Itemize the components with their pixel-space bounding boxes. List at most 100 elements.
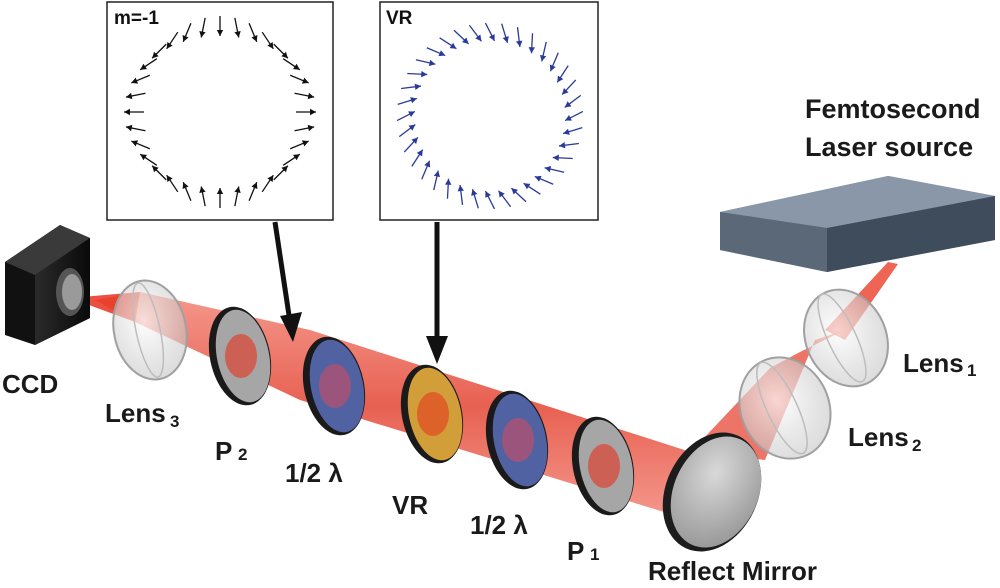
polarization-arrowhead: [428, 59, 436, 67]
label-vr: VR: [392, 490, 428, 520]
label-reflect-mirror: Reflect Mirror: [648, 556, 817, 586]
polarization-arrowhead: [281, 51, 288, 59]
laser-source-box: [720, 176, 995, 272]
lens-1: [803, 288, 889, 388]
vortex-retarder-plate: [400, 364, 464, 464]
polarization-arrowhead: [424, 160, 431, 168]
polarization-arrowhead: [410, 97, 417, 104]
polarizer-p2: [208, 306, 272, 406]
polarization-arrowhead: [559, 142, 566, 149]
label-ccd: CCD: [2, 369, 58, 399]
label-p2: P 2: [215, 436, 247, 466]
svg-text:3: 3: [170, 412, 179, 431]
polarization-arrowhead: [166, 175, 173, 182]
polarization-arrowhead: [411, 137, 418, 144]
polarization-arrowhead: [131, 77, 139, 84]
inset-right-arrow-field: [396, 22, 584, 210]
polarization-arrowhead: [421, 71, 428, 78]
polarization-arrowhead: [471, 189, 478, 196]
polarization-arrowhead: [310, 108, 316, 116]
polarization-arrowhead: [416, 149, 423, 157]
polarization-arrowhead: [216, 30, 224, 36]
label-laser-source-line2: Laser source: [805, 132, 973, 162]
polarization-arrowhead: [462, 37, 469, 44]
polarization-arrowhead: [301, 77, 309, 84]
inset-left-panel: m=-1: [106, 1, 334, 221]
polarization-arrowhead: [549, 64, 556, 72]
polarization-arrowhead: [182, 182, 189, 189]
label-lens-2: Lens 2: [848, 422, 921, 455]
inset-right-panel: VR: [379, 1, 599, 221]
polarization-arrowhead: [457, 185, 464, 192]
polarization-arrowhead: [516, 40, 523, 47]
polarization-arrowhead: [502, 36, 509, 43]
polarization-arrowhead: [433, 170, 441, 178]
inset-left-arrow-field: [124, 16, 316, 208]
svg-text:P: P: [567, 536, 584, 566]
lens-3: [112, 279, 188, 381]
polarization-arrowhead: [408, 124, 416, 131]
polarization-arrowhead: [475, 34, 482, 42]
polarization-arrowhead: [251, 35, 258, 42]
polarization-arrowhead: [166, 42, 173, 49]
polarization-arrowhead: [125, 124, 133, 132]
polarization-arrowhead: [414, 83, 421, 90]
svg-text:1: 1: [590, 545, 599, 564]
polarization-arrowhead: [124, 108, 130, 116]
polarization-arrowhead: [498, 190, 505, 198]
polarization-arrowhead: [267, 175, 274, 182]
polarization-arrowhead: [552, 154, 559, 161]
label-lens-3: Lens 3: [105, 398, 179, 431]
polarization-arrowhead: [563, 128, 570, 135]
polarization-arrowhead: [131, 140, 139, 147]
half-wave-plate-b: [485, 390, 549, 490]
polarization-arrowhead: [293, 154, 300, 161]
polarization-arrowhead: [199, 186, 206, 194]
svg-text:P: P: [215, 436, 232, 466]
polarization-arrowhead: [125, 92, 133, 100]
svg-text:Lens: Lens: [848, 422, 909, 452]
polarization-arrowhead: [562, 88, 569, 95]
polarization-arrowhead: [140, 63, 147, 70]
polarization-arrowhead: [182, 35, 189, 42]
polarization-arrowhead: [199, 30, 206, 38]
polarization-arrowhead: [307, 92, 315, 100]
half-wave-plate-a: [302, 336, 366, 436]
polarization-arrowhead: [523, 183, 531, 190]
polarization-arrowhead: [140, 154, 147, 161]
polarization-arrowhead: [564, 101, 572, 108]
ccd-camera: [5, 225, 90, 345]
inset-left-title: m=-1: [114, 8, 159, 29]
polarization-arrowhead: [539, 54, 547, 62]
polarization-arrowhead: [565, 114, 572, 121]
polarizer-p1: [571, 416, 635, 516]
polarization-arrowhead: [528, 47, 535, 54]
polarization-arrowhead: [234, 30, 241, 38]
polarization-arrowhead: [281, 165, 288, 173]
svg-text:2: 2: [238, 445, 247, 464]
label-laser-source-line1: Femtosecond: [805, 94, 981, 124]
polarization-arrowhead: [307, 124, 315, 132]
lens-2: [738, 356, 832, 460]
polarization-arrowhead: [267, 42, 274, 49]
polarization-arrowhead: [438, 50, 446, 57]
label-half-wave-b: 1/2 λ: [470, 510, 528, 540]
label-half-wave-a: 1/2 λ: [285, 458, 343, 488]
polarization-arrowhead: [216, 188, 224, 194]
polarization-arrowhead: [485, 191, 492, 198]
svg-text:2: 2: [912, 436, 921, 455]
polarization-arrowhead: [544, 165, 552, 173]
pointer-arrow-left: [272, 221, 302, 342]
label-lens-1: Lens 1: [903, 348, 976, 380]
polarization-arrowhead: [301, 140, 309, 147]
svg-text:Lens: Lens: [903, 348, 964, 378]
polarization-arrowhead: [152, 165, 159, 173]
svg-text:Lens: Lens: [105, 398, 166, 428]
polarization-arrowhead: [408, 111, 415, 118]
polarization-arrowhead: [152, 51, 159, 59]
polarization-arrowhead: [293, 63, 300, 70]
polarization-arrowhead: [511, 188, 518, 195]
polarization-arrowhead: [251, 182, 258, 189]
polarization-arrowhead: [534, 175, 542, 182]
